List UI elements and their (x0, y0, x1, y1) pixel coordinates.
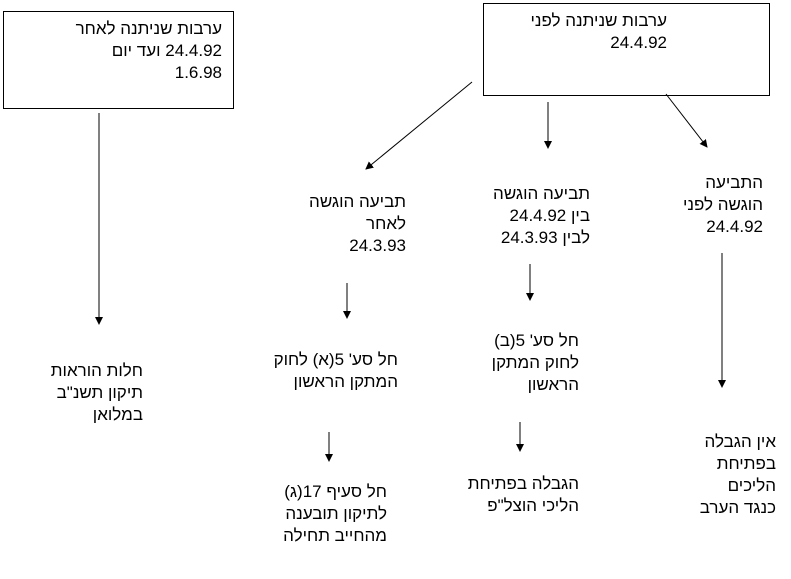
arrow-before-to-claim-after (365, 81, 473, 170)
box-guarantee-after (3, 11, 234, 109)
node-no-limit: אין הגבלה בפתיחת הליכים כנגד הערב (699, 432, 776, 517)
node-loan-provisions: חלות הוראות תיקון תשנ"ב במלואן (50, 361, 143, 424)
label-guarantee-after: ערבות שניתנה לאחר 24.4.92 ועד יום 1.6.98 (75, 19, 222, 82)
node-section-5a: חל סע' 5(א) לחוק המתקן הראשון (273, 350, 398, 391)
node-claim-between: תביעה הוגשה בין 24.4.92 לבין 24.3.93 (493, 184, 590, 247)
node-claim-after: תביעה הוגשה לאחר 24.3.93 (309, 192, 406, 255)
arrow-before-to-claim-before (665, 93, 708, 148)
node-section-5b: חל סע' 5(ב) לחוק המתקן הראשון (491, 331, 579, 394)
node-limit-proceedings: הגבלה בפתיחת הליכי הוצל"פ (467, 474, 579, 515)
box-guarantee-before (483, 3, 770, 96)
label-guarantee-before: ערבות שניתנה לפני 24.4.92 (530, 11, 667, 52)
node-section-17g: חל סעיף 17(ג) לתיקון תובענה מהחייב תחילה (283, 482, 387, 545)
node-claim-before: התביעה הוגשה לפני 24.4.92 (682, 173, 763, 236)
